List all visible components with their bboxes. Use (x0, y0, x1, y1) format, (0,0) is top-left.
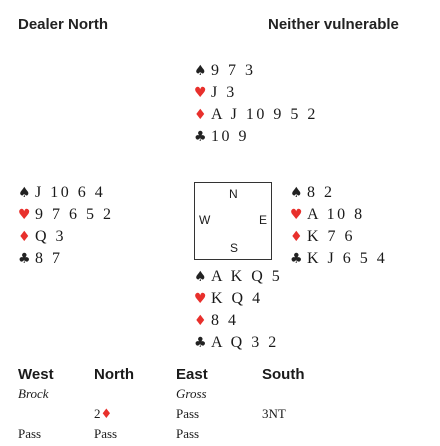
heart-icon: ♥ (194, 291, 207, 307)
bid: Pass (94, 426, 118, 441)
south-clubs-cards: A Q 3 2 (211, 334, 279, 351)
auction-col-east: East Gross Pass Pass (176, 366, 266, 446)
heart-icon: ♥ (290, 207, 303, 223)
dealer-label: Dealer North (18, 16, 109, 33)
spade-icon: ♠ (194, 269, 207, 285)
auction-col-south: South 3NT (262, 366, 352, 446)
south-hearts-cards: K Q 4 (211, 290, 263, 307)
seat-header: East (176, 366, 208, 383)
compass-box: N W E S (194, 182, 272, 260)
seat-header: South (262, 366, 305, 383)
diamond-icon: ♦ (18, 229, 31, 245)
south-clubs: ♣A Q 3 2 (194, 332, 282, 354)
east-hearts: ♥A 10 8 (290, 204, 387, 226)
bid (262, 426, 352, 446)
west-spades: ♠J 10 6 4 (18, 182, 114, 204)
north-hearts: ♥J 3 (194, 82, 318, 104)
east-clubs: ♣K J 6 5 4 (290, 248, 387, 270)
east-clubs-cards: K J 6 5 4 (307, 250, 388, 267)
spade-icon: ♠ (290, 185, 303, 201)
seat-header: North (94, 366, 134, 383)
bid: 2♦ (94, 406, 184, 426)
heart-icon: ♥ (194, 85, 207, 101)
north-diamonds-cards: A J 10 9 5 2 (211, 106, 318, 123)
seat-header: West (18, 366, 54, 383)
west-hand: ♠J 10 6 4 ♥9 7 6 5 2 ♦Q 3 ♣8 7 (18, 182, 114, 270)
player-name (262, 386, 352, 406)
vulnerability-label: Neither vulnerable (268, 16, 399, 33)
club-icon: ♣ (194, 129, 207, 145)
west-clubs: ♣8 7 (18, 248, 114, 270)
south-diamonds: ♦8 4 (194, 310, 282, 332)
west-diamonds: ♦Q 3 (18, 226, 114, 248)
east-spades: ♠8 2 (290, 182, 387, 204)
south-hearts: ♥K Q 4 (194, 288, 282, 310)
bid: Pass (18, 426, 42, 441)
bid: Pass (176, 426, 200, 441)
west-hearts: ♥9 7 6 5 2 (18, 204, 114, 226)
player-name: Brock (18, 386, 49, 401)
compass-north: N (229, 187, 238, 201)
south-hand: ♠A K Q 5 ♥K Q 4 ♦8 4 ♣A Q 3 2 (194, 266, 282, 354)
auction-col-north: North 2♦ Pass (94, 366, 184, 446)
south-diamonds-cards: 8 4 (211, 312, 239, 329)
club-icon: ♣ (194, 335, 207, 351)
east-hand: ♠8 2 ♥A 10 8 ♦K 7 6 ♣K J 6 5 4 (290, 182, 387, 270)
auction-col-west: West Brock Pass (18, 366, 108, 446)
compass-south: S (230, 241, 239, 255)
bid: 3NT (262, 406, 286, 421)
club-icon: ♣ (18, 251, 31, 267)
south-spades: ♠A K Q 5 (194, 266, 282, 288)
diamond-icon: ♦ (290, 229, 303, 245)
east-diamonds-cards: K 7 6 (307, 228, 356, 245)
spade-icon: ♠ (18, 185, 31, 201)
east-hearts-cards: A 10 8 (307, 206, 365, 223)
player-name: Gross (176, 386, 207, 401)
compass-east: E (259, 213, 268, 227)
west-clubs-cards: 8 7 (35, 250, 63, 267)
north-spades-cards: 9 7 3 (211, 62, 256, 79)
west-hearts-cards: 9 7 6 5 2 (35, 206, 114, 223)
spade-icon: ♠ (194, 63, 207, 79)
south-spades-cards: A K Q 5 (211, 268, 283, 285)
diamond-icon: ♦ (100, 407, 113, 422)
north-diamonds: ♦A J 10 9 5 2 (194, 104, 318, 126)
club-icon: ♣ (290, 251, 303, 267)
compass-west: W (199, 213, 211, 227)
west-spades-cards: J 10 6 4 (35, 184, 106, 201)
diamond-icon: ♦ (194, 313, 207, 329)
bid: Pass (176, 406, 200, 421)
east-diamonds: ♦K 7 6 (290, 226, 387, 248)
north-spades: ♠9 7 3 (194, 60, 318, 82)
heart-icon: ♥ (18, 207, 31, 223)
east-spades-cards: 8 2 (307, 184, 335, 201)
north-clubs: ♣10 9 (194, 126, 318, 148)
north-clubs-cards: 10 9 (211, 128, 249, 145)
bid-2-diamonds: 2♦ (94, 406, 113, 422)
west-diamonds-cards: Q 3 (35, 228, 67, 245)
north-hand: ♠9 7 3 ♥J 3 ♦A J 10 9 5 2 ♣10 9 (194, 60, 318, 148)
north-hearts-cards: J 3 (211, 84, 237, 101)
diamond-icon: ♦ (194, 107, 207, 123)
player-name (94, 386, 184, 406)
